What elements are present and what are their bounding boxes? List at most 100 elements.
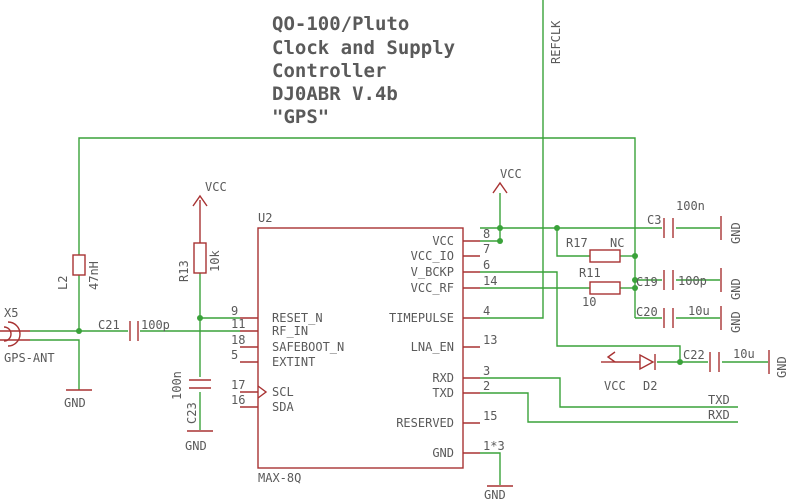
antenna-arc — [7, 321, 21, 347]
wire-vbckp — [480, 271, 681, 362]
junction-dot — [632, 277, 638, 283]
pin-number-right: 13 — [483, 333, 497, 347]
pin-name-left: SDA — [272, 400, 294, 414]
gnd-symbol-antenna: GND — [64, 389, 92, 410]
resistor-r13: R13 10k — [177, 200, 222, 282]
wire-rxd — [480, 377, 738, 408]
pin-number-right: 8 — [483, 227, 490, 241]
junction-dot — [677, 359, 683, 365]
inductor-body — [72, 254, 86, 276]
gnd-symbol-c20: GND — [720, 306, 743, 333]
gnd-label: GND — [185, 439, 207, 453]
gnd-label: GND — [729, 222, 743, 244]
pin-number-right: 2 — [483, 379, 490, 393]
pin-name-right: RXD — [432, 371, 454, 385]
c19-value: 100p — [678, 274, 707, 288]
r11-value: 10 — [582, 295, 596, 309]
capacitor-c22: C22 10u — [683, 347, 755, 372]
chip-ref: U2 — [258, 211, 272, 225]
clock-marker — [257, 385, 268, 399]
vcc-label: VCC — [205, 180, 227, 194]
wire-r17-left — [556, 228, 590, 257]
c3-value: 100n — [676, 199, 705, 213]
junction-dot — [497, 238, 503, 244]
pin-name-right: VCC — [432, 234, 454, 248]
antenna-x5: X5 GPS-ANT — [0, 306, 55, 365]
c20-ref: C20 — [636, 305, 658, 319]
junction-dot — [197, 315, 203, 321]
r11-ref: R11 — [579, 266, 601, 280]
pin-number-left: 16 — [231, 393, 245, 407]
resistor-body — [589, 249, 621, 263]
r17-value: NC — [610, 236, 624, 250]
r17-ref: R17 — [566, 236, 588, 250]
vcc-arrow — [492, 181, 508, 194]
pin-number-right: 7 — [483, 242, 490, 256]
wire-txd — [480, 392, 738, 423]
pin-number-left: 17 — [231, 378, 245, 392]
gnd-symbol-c23: GND — [185, 430, 213, 453]
rxd-net-label: RXD — [708, 408, 730, 422]
pin-name-right: V_BCKP — [411, 265, 454, 279]
junction-dot — [632, 253, 638, 259]
vcc-symbol-u2: VCC — [492, 167, 522, 194]
pin-number-right: 4 — [483, 304, 490, 318]
vcc-label: VCC — [500, 167, 522, 181]
c21-value: 100p — [141, 318, 170, 332]
pin-number-left: 5 — [231, 348, 238, 362]
pin-name-right: VCC_IO — [411, 249, 454, 263]
c21-ref: C21 — [98, 318, 120, 332]
title-line-3: Controller — [272, 60, 386, 82]
diode-triangle — [639, 353, 655, 371]
l2-ref: L2 — [56, 276, 70, 290]
d2-vcc: VCC — [604, 379, 626, 393]
c20-value: 10u — [688, 304, 710, 318]
capacitor-c3: C3 100n — [647, 199, 705, 238]
pin-name-left: RESET_N — [272, 311, 323, 325]
title-line-4: DJ0ABR V.4b — [272, 83, 398, 105]
junctions — [76, 225, 683, 365]
resistor-body — [589, 281, 621, 295]
pin-name-left: EXTINT — [272, 355, 315, 369]
gnd-label: GND — [484, 488, 506, 502]
pin-number-right: 15 — [483, 409, 497, 423]
junction-dot — [632, 285, 638, 291]
capacitor-c19: C19 100p — [636, 270, 707, 290]
pin-name-left: RF_IN — [272, 324, 308, 338]
wire-refclk — [480, 0, 544, 319]
gnd-label: GND — [729, 311, 743, 333]
u2-chip: U2 MAX-8Q 9 11 18 5 17 16 RESET_N RF_IN … — [231, 211, 505, 485]
junction-dot — [497, 225, 503, 231]
pin-name-right: GND — [432, 446, 454, 460]
gnd-label: GND — [775, 356, 789, 378]
chip-part: MAX-8Q — [258, 471, 301, 485]
x5-name: GPS-ANT — [4, 351, 55, 365]
gnd-symbol-c3: GND — [720, 216, 743, 244]
c23-ref: C23 — [185, 402, 199, 424]
pin-number-right: 6 — [483, 258, 490, 272]
pin-number-left: 18 — [231, 333, 245, 347]
refclk-label: REFCLK — [549, 20, 563, 64]
resistor-r17: R17 NC — [566, 236, 624, 263]
txd-net-label: TXD — [708, 393, 730, 407]
gnd-symbol-c19: GND — [720, 268, 743, 300]
pin-name-left: SAFEBOOT_N — [272, 340, 344, 354]
pin-name-right: LNA_EN — [411, 340, 454, 354]
wire-gnd-pin — [480, 452, 501, 485]
pin-name-right: RESERVED — [396, 416, 454, 430]
gnd-label: GND — [64, 396, 86, 410]
chip-body — [257, 227, 464, 469]
wire-ant-gnd — [30, 339, 80, 390]
inductor-l2: L2 47nH — [56, 254, 101, 290]
wire-l2-loop — [78, 137, 636, 255]
resistor-body — [193, 242, 207, 274]
gnd-label: GND — [729, 278, 743, 300]
wires — [30, 0, 768, 485]
pin-number-right: 3 — [483, 364, 490, 378]
pin-number-left: 9 — [231, 304, 238, 318]
capacitor-c20: C20 10u — [636, 304, 710, 328]
diode-d2: VCC D2 — [601, 351, 657, 393]
vcc-arrow — [192, 194, 208, 207]
